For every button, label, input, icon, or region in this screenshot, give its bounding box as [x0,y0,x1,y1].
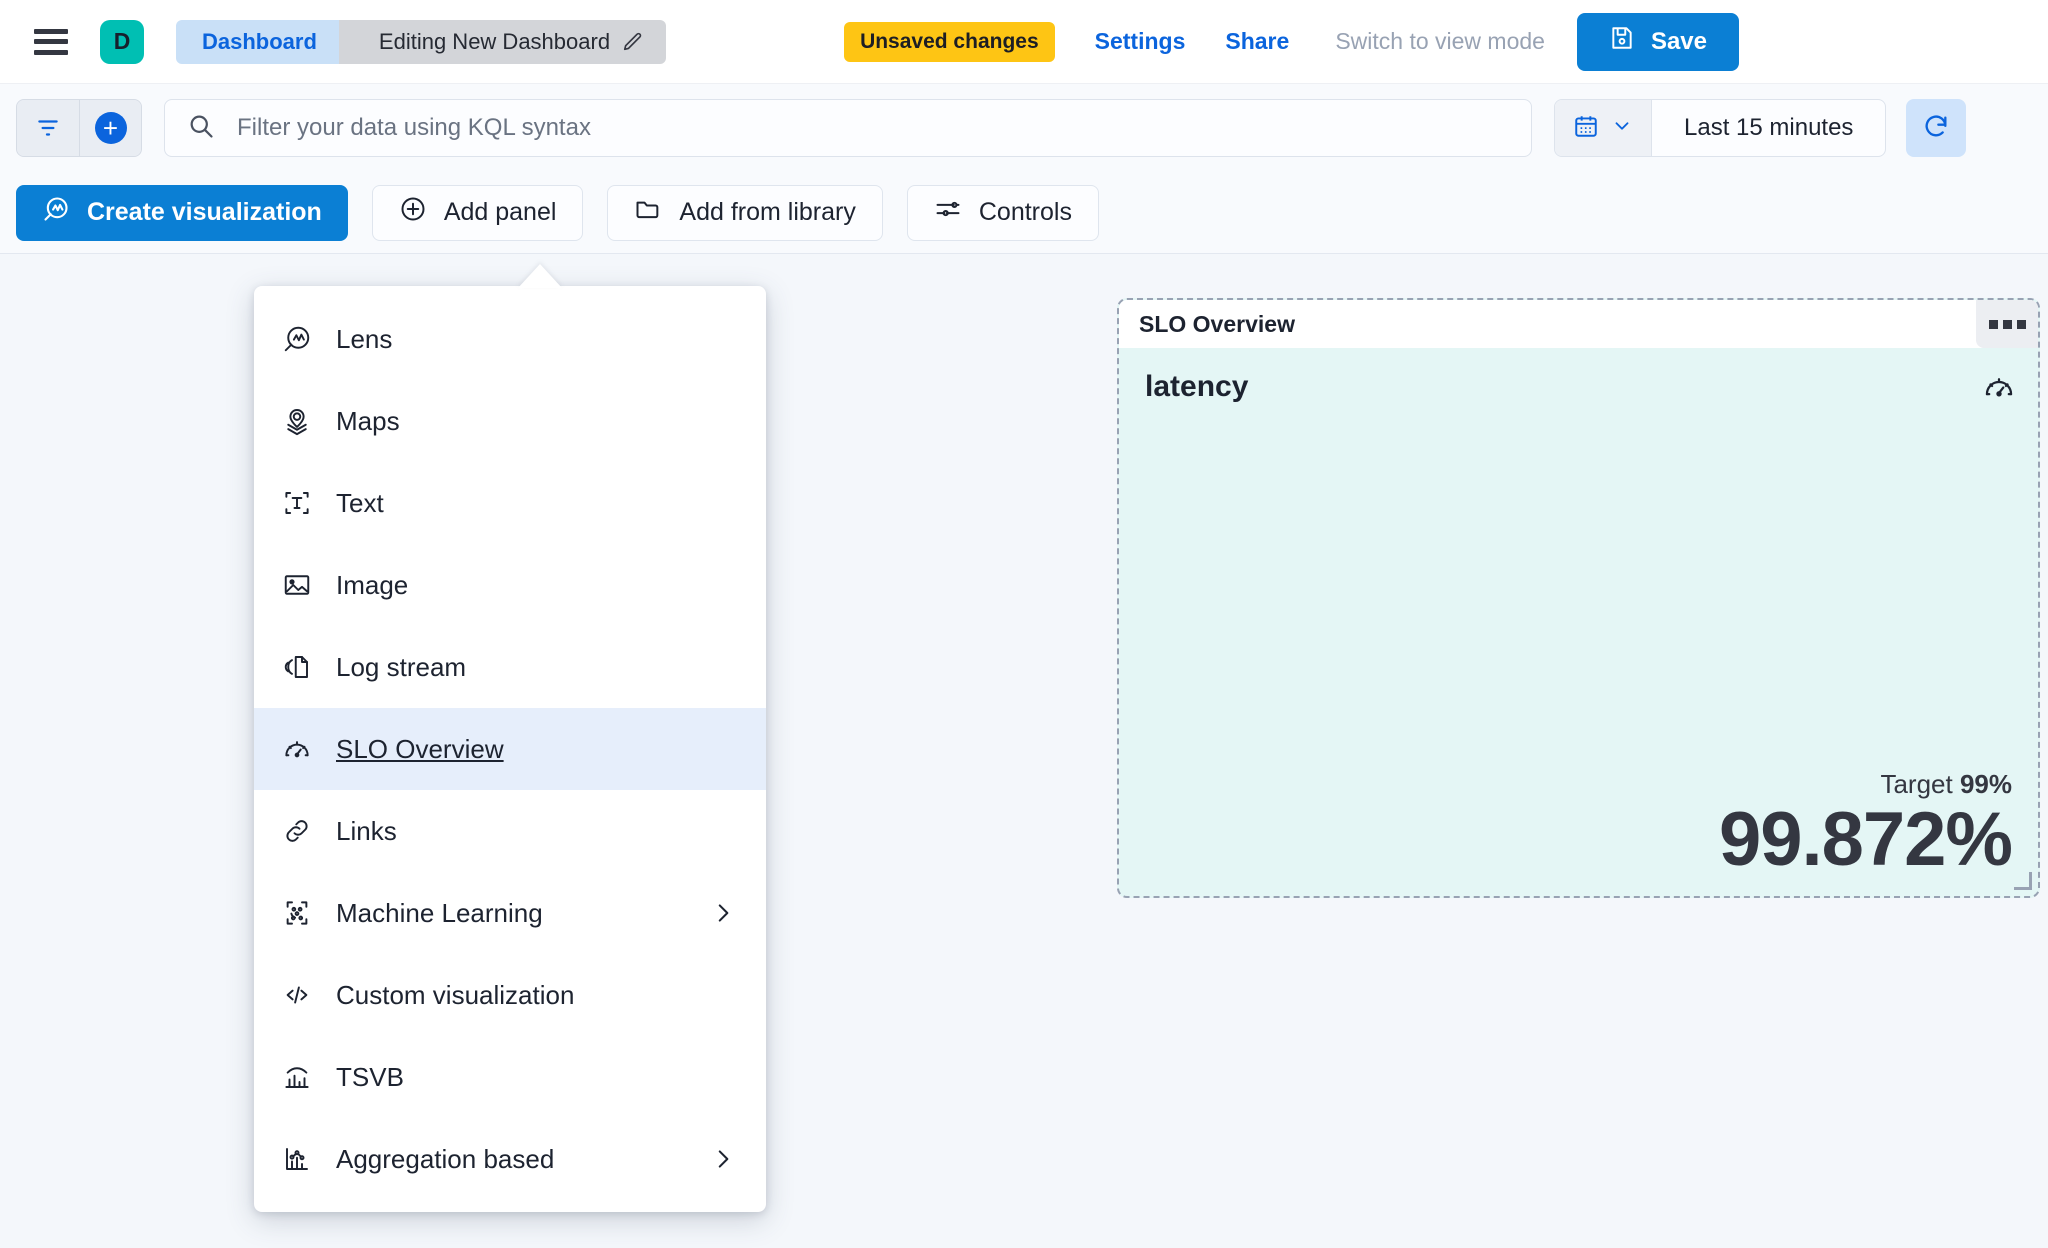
sliders-icon [934,195,962,230]
menu-item-machine-learning[interactable]: Machine Learning [254,872,766,954]
avatar-letter: D [113,28,131,54]
date-picker-range-label[interactable]: Last 15 minutes [1684,114,1854,141]
slo-name: latency [1145,370,1249,403]
slo-metrics: Target 99% 99.872% [1718,769,2013,883]
menu-item-custom-visualization[interactable]: Custom visualization [254,954,766,1036]
agg-chart-icon [282,1144,312,1174]
menu-item-label: Maps [336,405,400,436]
breadcrumb-dashboard[interactable]: Dashboard [176,19,360,64]
plus-circle-icon: + [94,112,127,144]
slo-sli-value: 99.872% [1718,797,2013,883]
create-visualization-label: Create visualization [87,198,322,226]
menu-item-log-stream[interactable]: Log stream [254,626,766,708]
resize-handle-icon[interactable] [2014,872,2032,890]
menu-item-label: Lens [336,323,393,354]
save-button[interactable]: Save [1576,12,1740,71]
gauge-icon [1982,370,2016,409]
ml-icon [282,898,312,928]
lens-icon [42,195,70,230]
avatar[interactable]: D [100,19,144,64]
menu-item-aggregation-based[interactable]: Aggregation based [254,1118,766,1200]
panel-context-menu-button[interactable] [1976,300,2038,348]
filter-button-group: + [16,99,142,157]
slo-target-value: 99% [1959,769,2012,800]
link-icon [282,816,312,846]
editing-toolbar: Create visualization Add panel Add from … [0,172,2048,254]
map-pin-icon [282,406,312,436]
gauge-icon [282,734,312,764]
slo-target: Target 99% [1719,769,2012,800]
controls-label: Controls [978,198,1072,226]
slo-target-label: Target [1880,769,1953,800]
refresh-button[interactable] [1906,99,1967,157]
menu-item-maps[interactable]: Maps [254,380,766,462]
save-disk-icon [1609,25,1635,58]
code-icon [282,980,312,1010]
status-badge-unsaved: Unsaved changes [844,21,1055,62]
chevron-right-icon [710,900,736,926]
menu-item-label: Log stream [336,651,467,682]
top-header: D Dashboard Editing New Dashboard Unsave… [0,0,2048,84]
refresh-icon [1922,113,1950,144]
menu-item-label: Links [336,815,397,846]
panel-body: latency Target 99% 99.872% [1119,348,2038,896]
menu-item-slo-overview[interactable]: SLO Overview [254,708,766,790]
settings-link[interactable]: Settings [1094,28,1186,54]
tsvb-icon [282,1062,312,1092]
panel-title: SLO Overview [1139,310,1295,337]
menu-item-label: Custom visualization [336,979,575,1010]
menu-item-label: Machine Learning [336,897,543,928]
pencil-icon[interactable] [622,31,644,53]
menu-item-label: SLO Overview [336,733,504,764]
search-icon [187,112,215,145]
menu-item-tsvb[interactable]: TSVB [254,1036,766,1118]
panel-header: SLO Overview [1119,300,2038,348]
lens-icon [282,324,312,354]
menu-item-image[interactable]: Image [254,544,766,626]
add-panel-label: Add panel [443,198,557,226]
image-icon [282,570,312,600]
menu-item-label: Image [336,569,409,600]
search-input[interactable]: Filter your data using KQL syntax [164,99,1532,157]
breadcrumb: Dashboard Editing New Dashboard [176,19,667,64]
popover-arrow [518,264,562,288]
switch-to-view-mode-button[interactable]: Switch to view mode [1335,28,1545,54]
date-picker[interactable]: Last 15 minutes [1554,99,1887,157]
log-stream-icon [282,652,312,682]
add-from-library-button[interactable]: Add from library [607,184,883,241]
plus-circle-outline-icon [399,195,427,230]
date-picker-quick-menu[interactable] [1555,100,1652,156]
text-box-icon [282,488,312,518]
save-button-label: Save [1650,27,1708,55]
share-link[interactable]: Share [1225,28,1290,54]
add-from-library-label: Add from library [679,198,856,226]
breadcrumb-current[interactable]: Editing New Dashboard [338,19,667,64]
menu-item-label: Text [336,487,384,518]
folder-icon [634,195,662,230]
add-filter-button[interactable]: + [79,100,141,156]
menu-item-label: TSVB [336,1061,404,1092]
search-input-placeholder: Filter your data using KQL syntax [237,114,591,141]
slo-overview-panel[interactable]: SLO Overview latency Target 9 [1117,298,2040,898]
query-bar: + Filter your data using KQL syntax [0,84,2048,172]
hamburger-icon[interactable] [34,28,68,55]
add-panel-button[interactable]: Add panel [371,184,584,241]
breadcrumb-current-label: Editing New Dashboard [378,28,611,54]
menu-item-text[interactable]: Text [254,462,766,544]
chevron-right-icon [710,1146,736,1172]
create-visualization-button[interactable]: Create visualization [16,184,348,241]
breadcrumb-dashboard-label: Dashboard [202,28,317,54]
menu-item-label: Aggregation based [336,1143,555,1174]
filter-icon[interactable] [17,100,79,156]
context-menu-dots-icon [1988,319,2026,329]
controls-button[interactable]: Controls [906,184,1099,241]
menu-item-lens[interactable]: Lens [254,298,766,380]
menu-item-links[interactable]: Links [254,790,766,872]
calendar-icon [1573,113,1599,144]
chevron-down-icon [1611,115,1633,142]
